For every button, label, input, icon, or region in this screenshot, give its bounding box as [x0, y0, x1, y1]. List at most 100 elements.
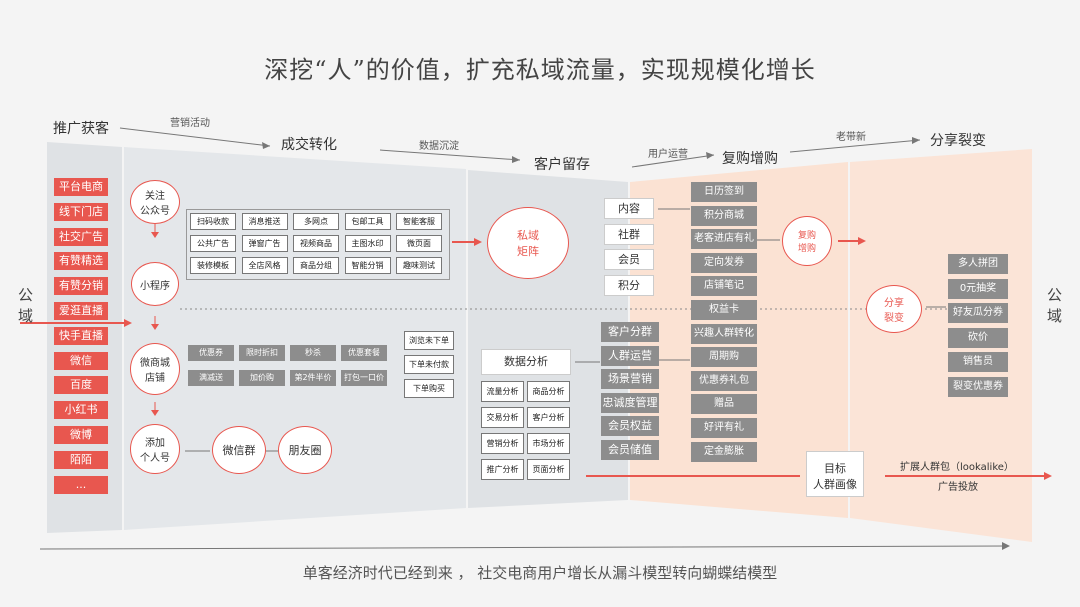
store-tool: 弹窗广告	[241, 235, 288, 252]
promo-item: 满减送	[188, 370, 234, 386]
channel-item: 小红书	[54, 401, 108, 420]
share-item: 多人拼团	[948, 254, 1008, 274]
data-analysis-item: 交易分析	[481, 407, 524, 428]
store-tool: 包邮工具	[344, 213, 391, 230]
stage-acquisition: 推广获客	[53, 121, 109, 137]
ops-item: 会员储值	[601, 439, 659, 460]
entry-mini-program: 小程序	[131, 262, 179, 306]
share-item: 砍价	[948, 327, 1008, 348]
data-analysis-item: 页面分析	[527, 459, 570, 480]
promo-item: 优惠券	[188, 345, 234, 361]
promo-item: 限时折扣	[239, 345, 285, 361]
stage-retention: 客户留存	[534, 157, 590, 173]
promo-item: 加价购	[239, 370, 285, 386]
store-tool: 全店风格	[241, 257, 288, 274]
share-item: 好友瓜分券	[948, 303, 1008, 323]
store-tools-frame	[186, 209, 450, 280]
store-tool: 主图水印	[344, 235, 391, 252]
order-flow-item: 下单购买	[404, 379, 454, 398]
share-circle: 分享 裂变	[866, 285, 922, 333]
private-domain-circle: 私域 矩阵	[487, 207, 569, 279]
order-flow-item: 浏览未下单	[404, 331, 454, 350]
ops-item: 客户分群	[601, 322, 659, 342]
entry-micro-mall: 微商城 店铺	[130, 343, 180, 395]
channel-item: 陌陌	[54, 450, 108, 469]
store-tool: 消息推送	[241, 213, 288, 230]
ops-item: 会员权益	[601, 416, 659, 436]
entry-official-account: 关注 公众号	[130, 180, 180, 224]
share-item: 销售员	[948, 352, 1008, 372]
store-tool: 多网点	[293, 213, 339, 230]
store-tool: 公共广告	[190, 235, 236, 252]
promo-item: 第2件半价	[290, 370, 336, 386]
store-tool: 商品分组	[293, 257, 339, 274]
data-analysis-item: 营销分析	[481, 433, 524, 454]
private-item: 内容	[604, 198, 654, 219]
data-analysis-item: 市场分析	[527, 433, 570, 454]
page-title: 深挖“人”的价值，扩充私域流量，实现规模化增长	[264, 56, 816, 84]
bottom-subtitle: 单客经济时代已经到来 ， 社交电商用户增长从漏斗模型转向蝴蝶结模型	[302, 564, 778, 582]
repurchase-item: 日历签到	[691, 182, 757, 202]
ops-item: 场景营销	[601, 369, 659, 389]
channel-item: 百度	[54, 376, 108, 395]
target-persona: 目标 人群画像	[806, 451, 864, 497]
store-tool: 智能分销	[344, 257, 391, 274]
entry-personal-account: 添加 个人号	[130, 424, 180, 474]
data-analysis-item: 推广分析	[481, 459, 524, 480]
private-item: 会员	[604, 249, 654, 270]
data-analysis-item: 流量分析	[481, 381, 524, 402]
data-analysis-item: 客户分析	[527, 407, 570, 428]
channel-item: ...	[54, 475, 108, 494]
store-tool: 视频商品	[293, 235, 339, 252]
repurchase-item: 赠品	[691, 394, 757, 415]
repurchase-item: 积分商城	[691, 205, 757, 226]
channel-item: 爱逛直播	[54, 302, 108, 320]
side-label-left: 公域	[18, 286, 34, 325]
repurchase-item: 店铺笔记	[691, 276, 757, 297]
stage-conversion: 成交转化	[281, 137, 337, 153]
repurchase-item: 定金膨胀	[691, 441, 757, 462]
ad-label: 广告投放	[938, 482, 978, 493]
social-moments: 朋友圈	[278, 426, 332, 474]
channel-item: 微博	[54, 426, 108, 444]
channel-item: 社交广告	[54, 227, 108, 246]
promo-item: 打包一口价	[341, 370, 387, 386]
store-tool: 装修模板	[190, 257, 236, 274]
repurchase-item: 老客进店有礼	[691, 229, 757, 250]
channel-item: 有赞分销	[54, 277, 108, 296]
repurchase-item: 定向发券	[691, 252, 757, 273]
flow-user-ops: 用户运营	[648, 149, 688, 160]
promo-item: 秒杀	[290, 345, 336, 361]
store-tool: 扫码收款	[190, 213, 236, 230]
repurchase-item: 周期购	[691, 347, 757, 368]
repurchase-circle: 复购 增购	[782, 216, 832, 266]
share-item: 裂变优惠券	[948, 376, 1008, 397]
repurchase-item: 权益卡	[691, 300, 757, 320]
repurchase-item: 兴趣人群转化	[691, 323, 757, 344]
share-item: 0元抽奖	[948, 278, 1008, 299]
stage-repurchase: 复购增购	[722, 151, 778, 167]
order-flow-item: 下单未付款	[404, 355, 454, 374]
data-analysis-item: 商品分析	[527, 381, 570, 402]
promo-item: 优惠套餐	[341, 345, 387, 361]
side-label-right: 公域	[1047, 286, 1063, 325]
private-item: 社群	[604, 223, 654, 245]
channel-item: 平台电商	[54, 178, 108, 196]
private-item: 积分	[604, 274, 654, 296]
flow-data: 数据沉淀	[419, 141, 459, 152]
data-analysis-title: 数据分析	[481, 349, 571, 375]
store-tool: 智能客服	[396, 213, 442, 230]
lookalike-label: 扩展人群包（lookalike）	[900, 462, 1014, 473]
channel-item: 有赞精选	[54, 252, 108, 271]
store-tool: 微页面	[396, 235, 442, 252]
flow-marketing: 营销活动	[170, 118, 210, 129]
flow-referral: 老带新	[836, 132, 866, 143]
ops-item: 人群运营	[601, 345, 659, 366]
store-tool: 趣味测试	[396, 257, 442, 274]
channel-item: 快手直播	[54, 326, 108, 345]
stage-share: 分享裂变	[930, 133, 986, 149]
channel-item: 线下门店	[54, 202, 108, 221]
repurchase-item: 优惠券礼包	[691, 370, 757, 391]
ops-item: 忠诚度管理	[601, 392, 659, 413]
repurchase-item: 好评有礼	[691, 418, 757, 438]
